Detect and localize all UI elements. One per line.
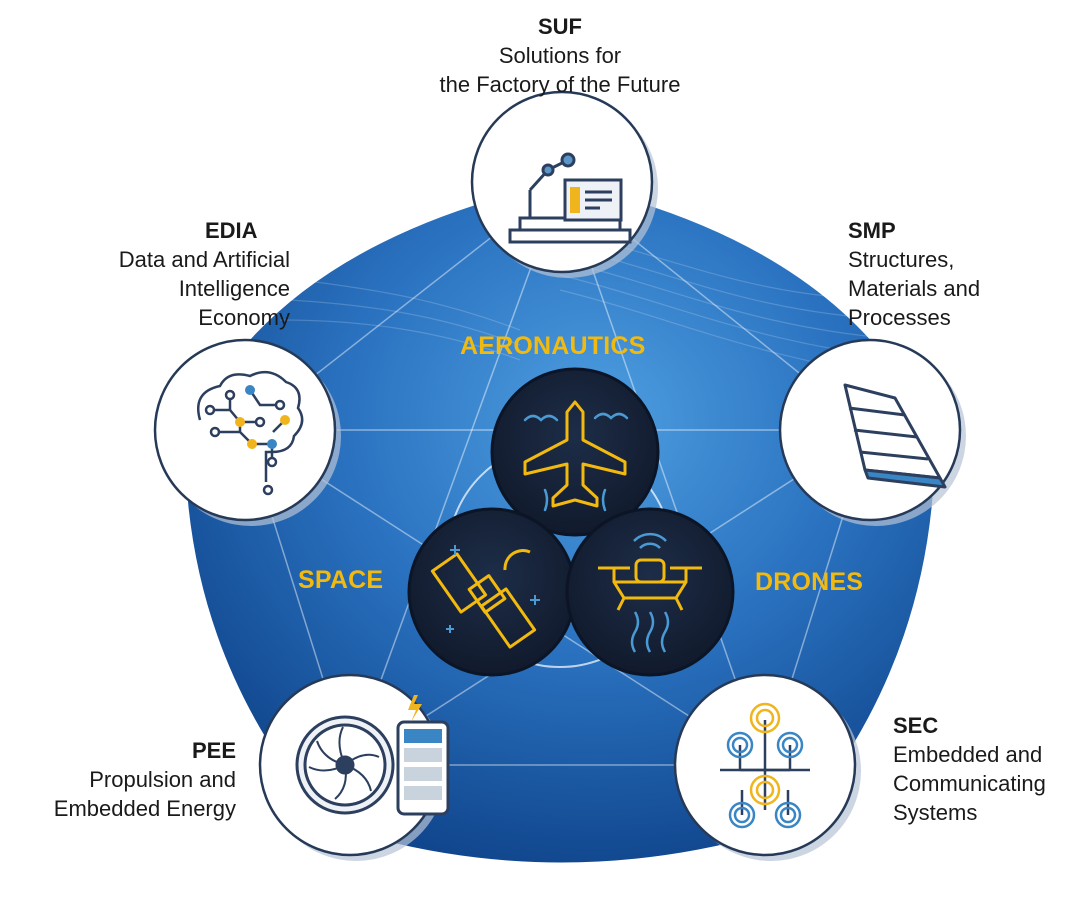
signal-waves-icon: [630, 532, 670, 653]
pee-label: PEE Propulsion and Embedded Energy: [0, 736, 236, 823]
sec-code: SEC: [893, 713, 939, 738]
sec-label: SEC Embedded and Communicating Systems: [893, 711, 1083, 827]
airplane-icon: [523, 400, 627, 508]
robot-arm-icon: [508, 152, 632, 244]
sec-desc-line-3: Systems: [893, 800, 978, 825]
edia-node: [153, 338, 341, 526]
drone-icon: [598, 558, 702, 611]
edia-desc-line-2: Intelligence: [178, 276, 290, 301]
smp-desc-line-2: Materials and: [848, 276, 981, 301]
sec-desc-line-1: Embedded and: [893, 742, 1043, 767]
drones-label: DRONES: [755, 568, 864, 596]
satellite-icon: [430, 549, 537, 649]
cloud-lines-icon: [523, 412, 629, 512]
circuit-network-icon: [720, 702, 810, 829]
pee-desc-line-2: Embedded Energy: [53, 796, 236, 821]
smp-code: SMP: [848, 218, 896, 243]
drones-badge: [565, 507, 735, 677]
space-label: SPACE: [298, 566, 384, 594]
suf-label: SUF Solutions for the Factory of the Fut…: [390, 12, 730, 99]
smp-label: SMP Structures, Materials and Processes: [848, 216, 1068, 332]
sec-node: [673, 673, 861, 861]
suf-node: [470, 90, 658, 278]
aeronautics-label: AERONAUTICS: [460, 332, 646, 360]
edia-label: EDIA Data and Artificial Intelligence Ec…: [40, 216, 290, 332]
smp-desc-line-3: Processes: [848, 305, 951, 330]
pee-code: PEE: [191, 738, 236, 763]
edia-code: EDIA: [205, 218, 258, 243]
aeronautics-badge: [490, 367, 660, 537]
suf-code: SUF: [538, 14, 582, 39]
smp-node: [778, 338, 966, 526]
suf-desc-line-2: the Factory of the Future: [439, 72, 681, 97]
stars-icon: [446, 545, 540, 633]
ai-brain-icon: [197, 370, 304, 496]
smp-desc-line-1: Structures,: [848, 247, 955, 272]
sec-desc-line-2: Communicating: [893, 771, 1046, 796]
edia-desc-line-3: Economy: [198, 305, 290, 330]
wing-structure-icon: [843, 383, 947, 489]
fan-battery-icon: [295, 695, 450, 816]
space-badge: [407, 507, 577, 677]
pee-node: [258, 673, 450, 861]
edia-desc-line-1: Data and Artificial: [118, 247, 290, 272]
suf-desc-line-1: Solutions for: [498, 43, 622, 68]
pee-desc-line-1: Propulsion and: [89, 767, 236, 792]
